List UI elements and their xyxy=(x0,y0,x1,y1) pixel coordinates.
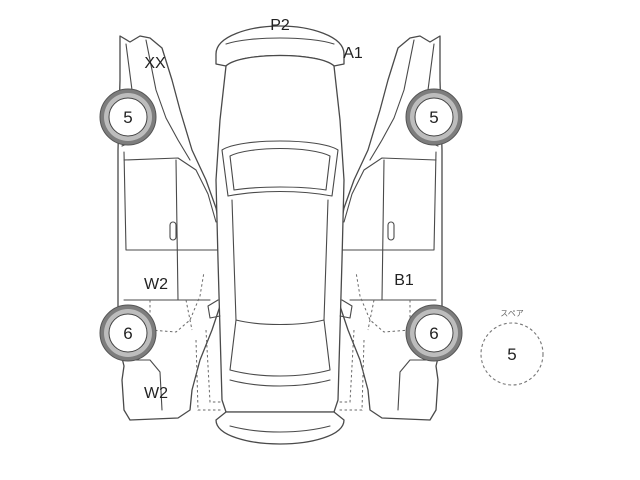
damage-code-left-rear-quarter: XX xyxy=(144,55,166,72)
top-view-right-mirror xyxy=(339,299,353,319)
left-side-rear-window-edge xyxy=(145,39,191,161)
left-side-door-edge xyxy=(175,159,179,301)
right-side-belt-line xyxy=(343,157,437,223)
spare-tire-circle xyxy=(480,322,544,386)
right-side-window-frame xyxy=(341,151,437,251)
right-side-rear-window-edge xyxy=(369,39,415,161)
spare-tire-caption: スペア xyxy=(500,309,523,318)
top-view-roof-left xyxy=(231,199,237,321)
right-side-door-edge xyxy=(381,159,385,301)
tire-rear-right-value: 6 xyxy=(429,324,438,343)
top-view-front-bumper xyxy=(215,411,345,445)
tire-front-right-value: 5 xyxy=(429,108,438,127)
tire-rear-right: 6 xyxy=(405,304,463,362)
damage-code-right-front-door: B1 xyxy=(394,272,414,289)
top-view-left-mirror xyxy=(207,299,221,319)
left-side-belt-line xyxy=(123,157,217,223)
damage-code-left-front-door: W2 xyxy=(144,276,168,293)
spare-tire-value: 5 xyxy=(507,345,516,364)
top-view xyxy=(207,25,353,445)
top-view-rear-window xyxy=(221,140,339,197)
right-side-hidden-line-4 xyxy=(336,329,355,403)
top-view-front-bumper-line xyxy=(229,425,331,433)
left-side-hidden-line-2 xyxy=(185,299,193,331)
left-side-window-frame xyxy=(123,151,219,251)
top-view-rear-window-inner xyxy=(229,148,331,191)
tire-front-left: 5 xyxy=(99,88,157,146)
top-view-body-outline xyxy=(215,54,345,413)
damage-code-rear-bumper-right: A1 xyxy=(343,45,363,62)
right-side-front-fender xyxy=(397,359,437,411)
spare-tire: スペア 5 xyxy=(480,309,544,386)
top-view-rear-bumper-line xyxy=(225,37,335,45)
left-side-door-handle xyxy=(169,221,177,241)
left-side-hidden-line-3 xyxy=(195,339,222,411)
tire-rear-left-value: 6 xyxy=(123,324,132,343)
top-view-windshield xyxy=(229,319,331,377)
damage-code-rear-bumper: P2 xyxy=(270,17,290,34)
right-side-hidden-line-3 xyxy=(338,339,365,411)
left-side-hidden-line-4 xyxy=(205,329,224,403)
right-side-door-handle xyxy=(387,221,395,241)
tire-rear-left: 6 xyxy=(99,304,157,362)
damage-code-left-front-fender: W2 xyxy=(144,385,168,402)
tire-front-left-value: 5 xyxy=(123,108,132,127)
top-view-roof-right xyxy=(323,199,329,321)
right-side-hidden-line-2 xyxy=(367,299,375,331)
tire-front-right: 5 xyxy=(405,88,463,146)
top-view-hood-line xyxy=(229,379,331,387)
